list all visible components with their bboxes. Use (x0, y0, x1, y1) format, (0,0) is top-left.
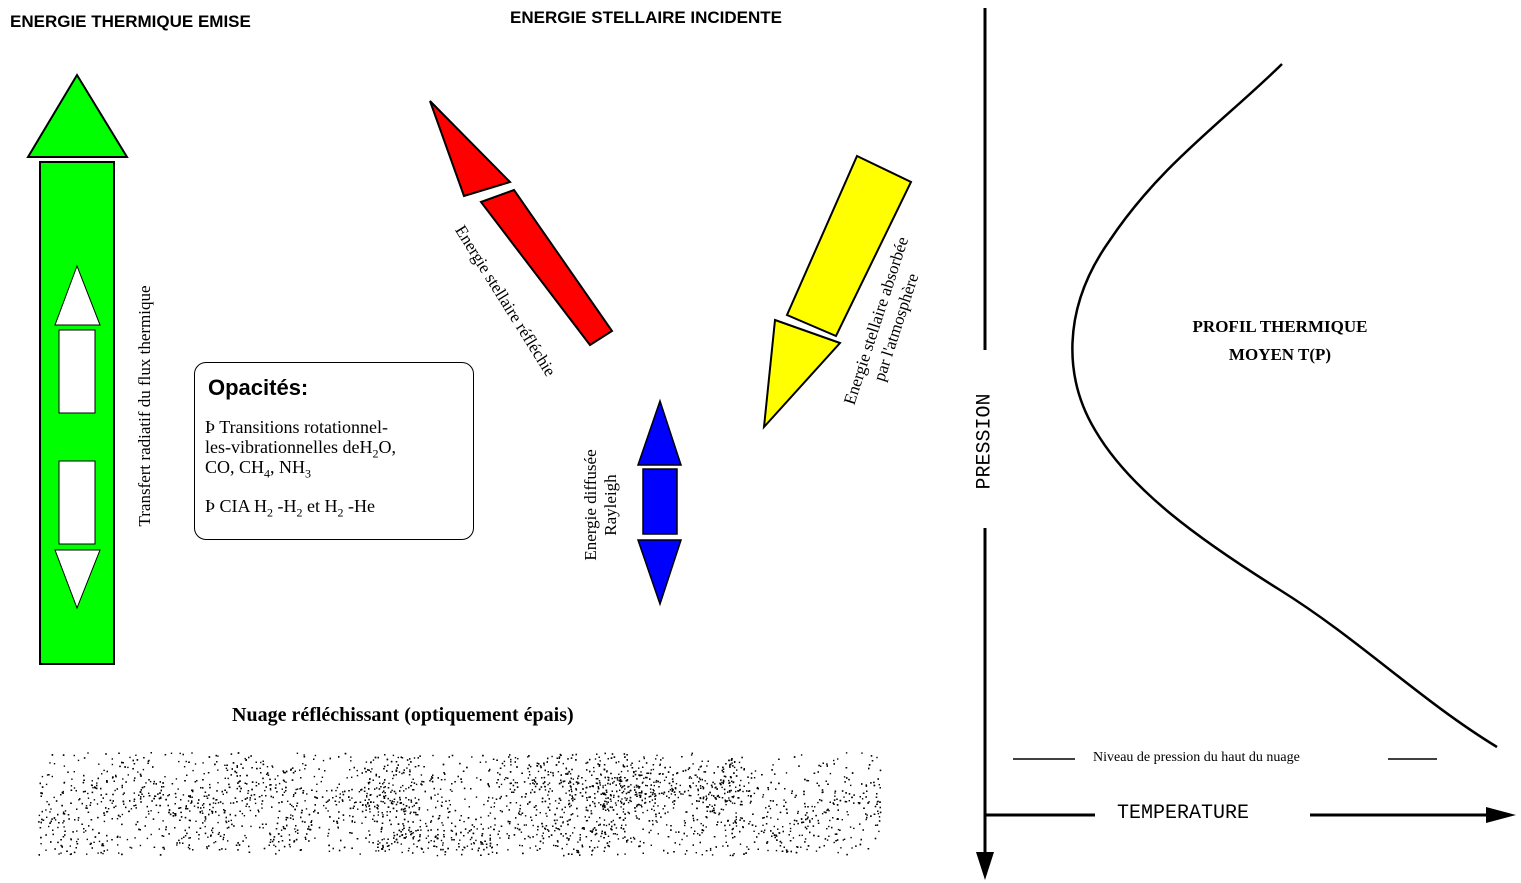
rayleigh-label-line2: Rayleigh (601, 474, 620, 536)
inner-up-arrow-icon (54, 264, 101, 326)
cia-et: et H (307, 496, 338, 516)
profile-title-line1: PROFIL THERMIQUE (1192, 317, 1368, 336)
cia-sub-2: 2 (296, 505, 303, 520)
opacities-line-3: CO, CH4, NH3 (205, 458, 311, 483)
cia-he: -He (348, 496, 376, 516)
ch4-sub: 4 (264, 466, 271, 481)
pressure-arrow-head-icon (976, 852, 994, 880)
opacities-text-1: Transitions rotationnel- (219, 417, 389, 437)
rayleigh-double-arrow (636, 398, 683, 607)
opacities-text-3: CO, CH (205, 457, 265, 477)
stellar-incident-header: ENERGIE STELLAIRE INCIDENTE (510, 8, 783, 27)
rayleigh-arrow-up-head (636, 398, 683, 466)
nh3-sub: 3 (305, 466, 312, 481)
cia-sub-3: 2 (337, 505, 344, 520)
reflected-arrow-head (429, 100, 512, 198)
reflected-energy-arrow (429, 100, 614, 347)
rayleigh-arrow-down-head (636, 539, 683, 607)
absorbed-arrow-head (762, 318, 842, 430)
cloud-top-level-label: Niveau de pression du haut du nuage (1093, 750, 1300, 765)
rayleigh-label: Energie diffusée Rayleigh (581, 430, 621, 580)
profile-title: PROFIL THERMIQUE MOYEN T(P) (1152, 313, 1408, 369)
reflected-arrow-shaft (479, 188, 614, 347)
rayleigh-label-line1: Energie diffusée (581, 449, 600, 561)
absorbed-arrow-shaft (785, 154, 913, 338)
opacities-line-2: les-vibrationnelles deH2O, (205, 438, 396, 463)
thermal-emission-arrow (26, 73, 129, 665)
h2o-sub: 2 (372, 446, 379, 461)
h2o-h: H (359, 437, 373, 457)
opacities-text-2: les-vibrationnelles de (205, 437, 360, 457)
temperature-axis-label: TEMPERATURE (1117, 802, 1250, 825)
opacities-line-4: Þ CIA H2 -H2 et H2 -He (205, 497, 375, 522)
opacities-box: Opacités: Þ Transitions rotationnel- les… (194, 362, 474, 540)
thermal-arrow-head (26, 73, 129, 158)
temperature-arrow-head-icon (1486, 807, 1516, 823)
bullet-icon: Þ (205, 417, 216, 437)
rayleigh-arrow-shaft (642, 468, 678, 535)
inner-white-block-top (58, 329, 96, 414)
thermal-emission-header: ENERGIE THERMIQUE EMISE (10, 12, 251, 31)
opacities-title: Opacités: (208, 375, 309, 400)
absorbed-energy-arrow (762, 154, 913, 430)
cloud-label: Nuage réfléchissant (optiquement épais) (232, 704, 574, 726)
pressure-axis-label: PRESSION (973, 393, 997, 490)
h2o-o: O, (378, 437, 396, 457)
cloud-band (38, 752, 882, 857)
opacities-line-1: Þ Transitions rotationnel- (205, 418, 388, 436)
bullet-icon-2: Þ (205, 496, 216, 516)
profile-title-line2: MOYEN T(P) (1228, 345, 1332, 364)
opacities-text-3b: , NH (270, 457, 306, 477)
temperature-profile-curve (1071, 63, 1498, 749)
cia-dash: -H (277, 496, 297, 516)
cia-text: CIA H (219, 496, 268, 516)
inner-white-block-bottom (58, 460, 96, 545)
profile-axes (976, 8, 1516, 880)
cia-sub-1: 2 (267, 505, 274, 520)
thermal-flux-label: Transfert radiatif du flux thermique (135, 285, 154, 527)
inner-down-arrow-icon (54, 549, 101, 610)
